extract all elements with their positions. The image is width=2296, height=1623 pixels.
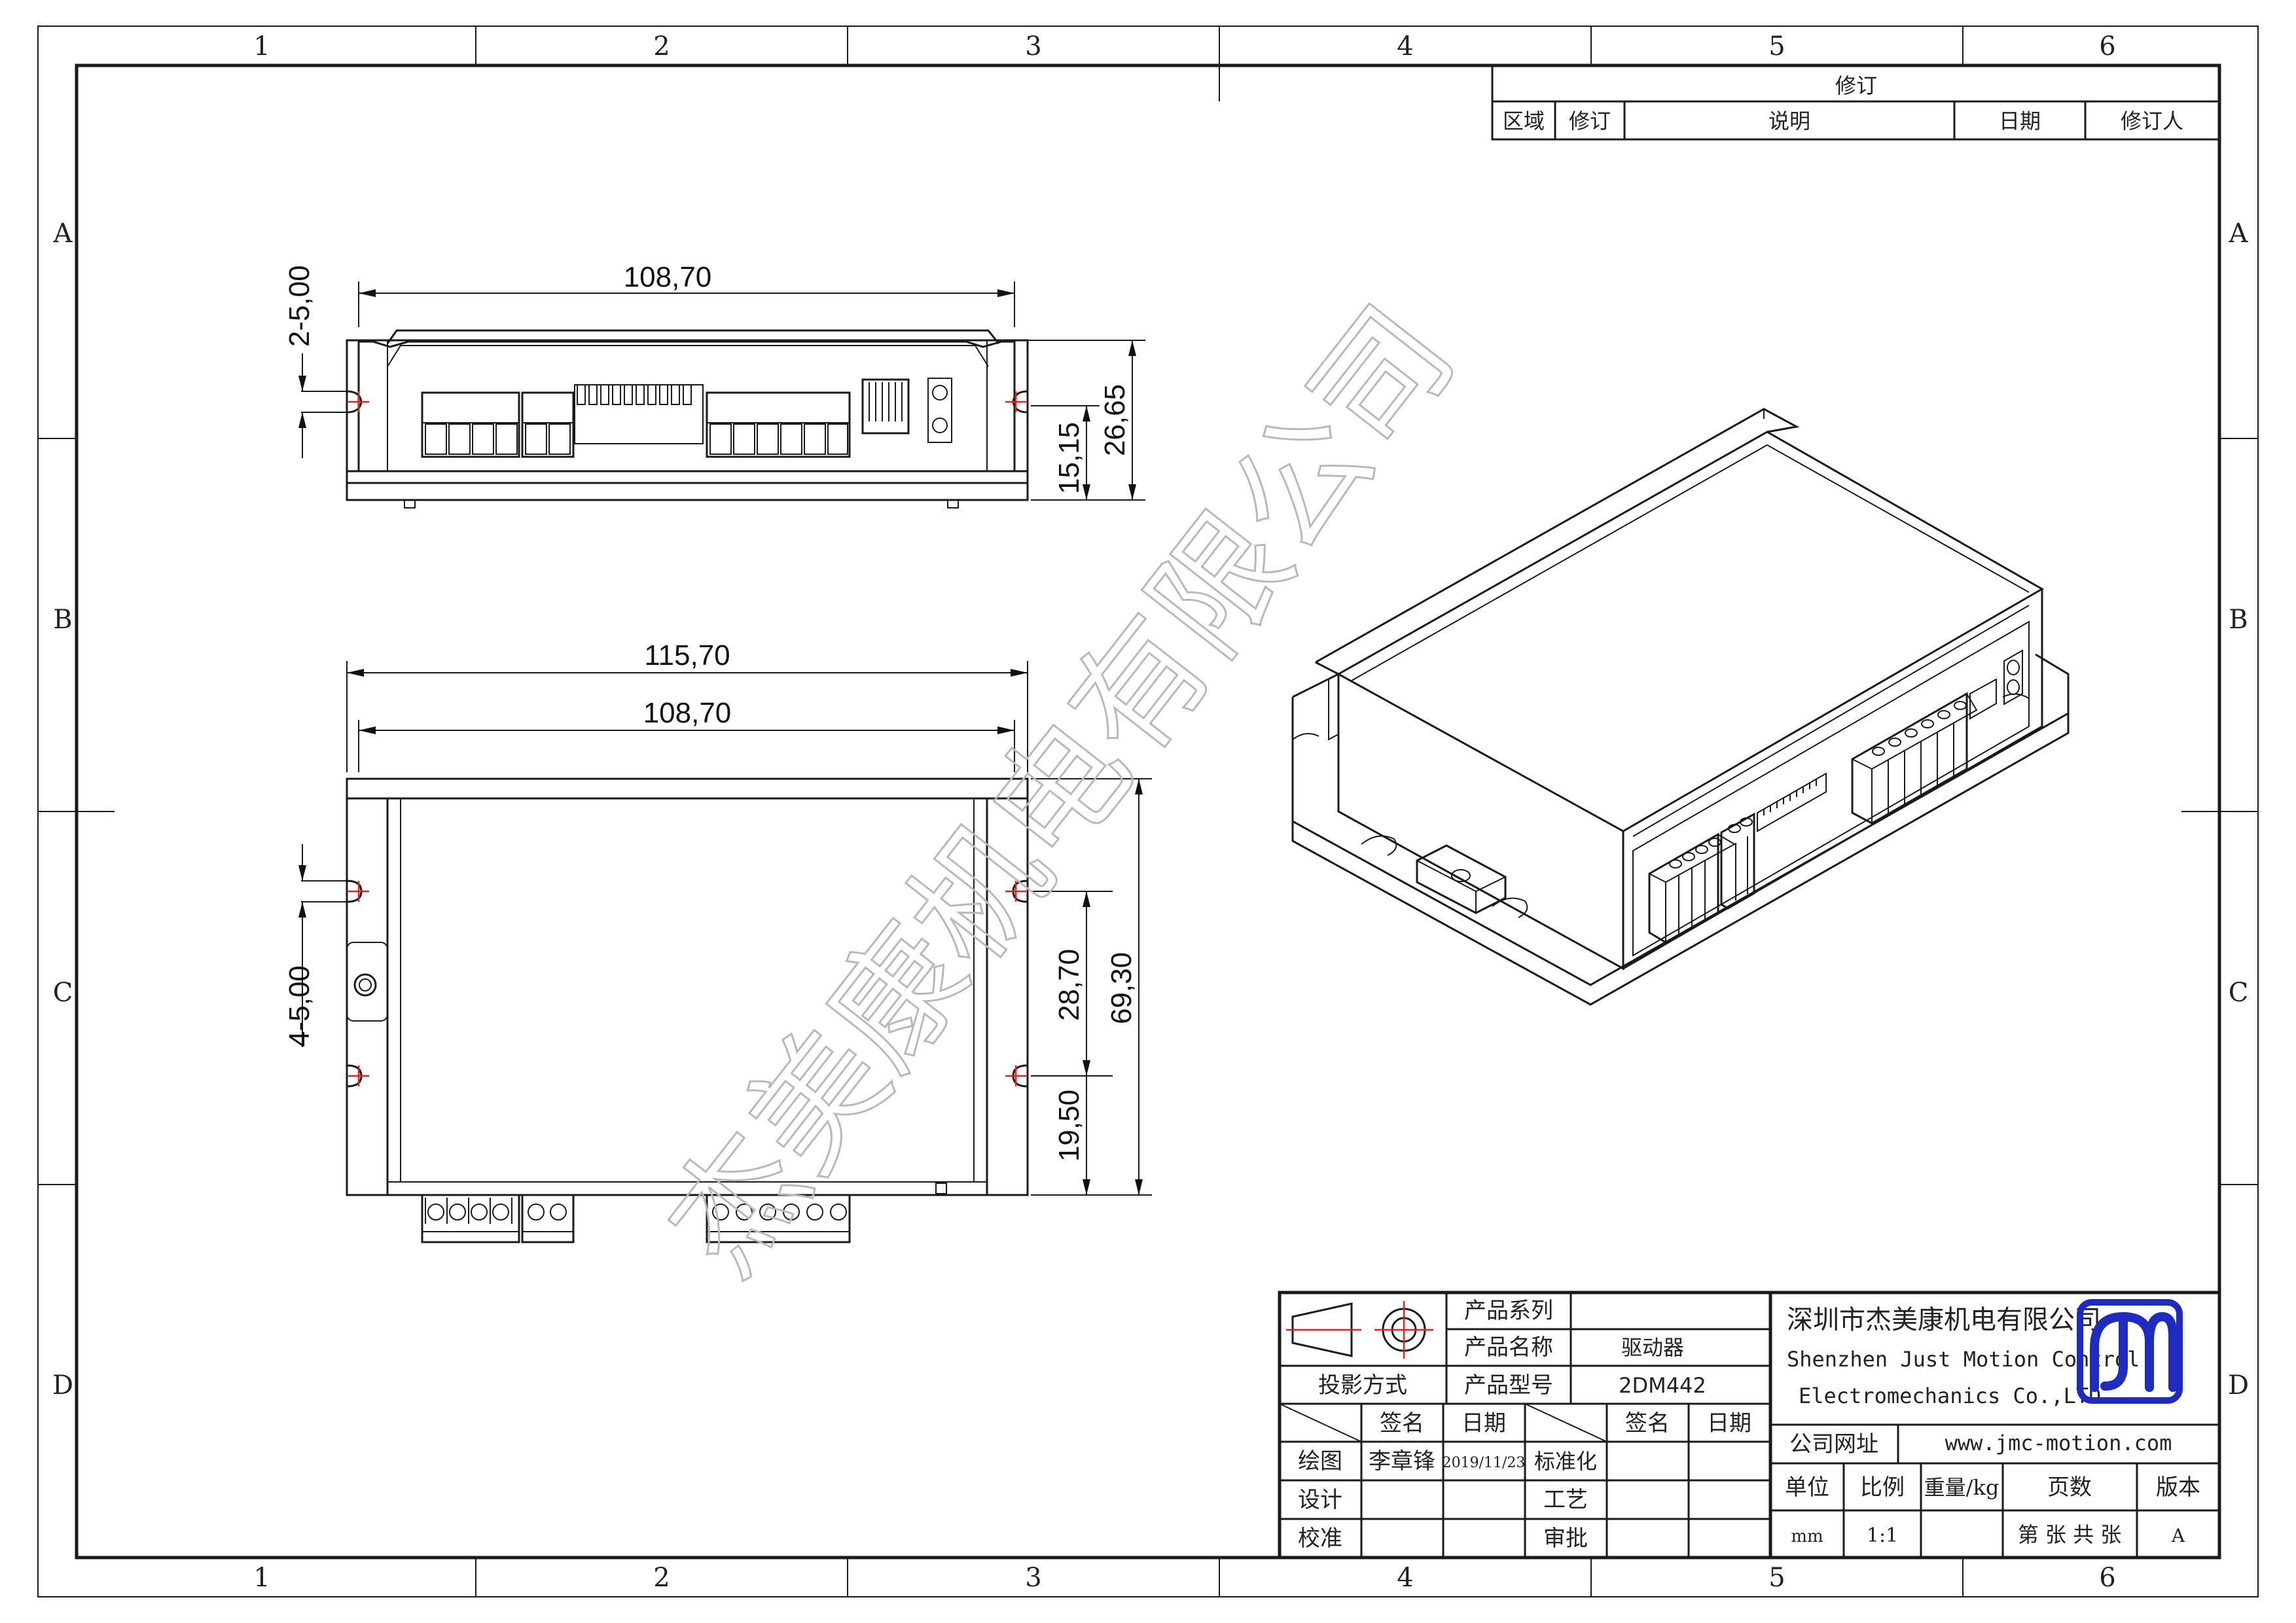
col-label-bottom: 2	[653, 1563, 670, 1593]
revision-title: 修订	[1835, 73, 1877, 98]
revision-header: 修订人	[2121, 109, 2183, 134]
border-row-labels: A B C D A B C D	[52, 219, 2249, 1400]
col-label-top: 6	[2099, 31, 2115, 62]
version-label: 版本	[2156, 1474, 2200, 1501]
scale-label: 比例	[1860, 1474, 1905, 1501]
standard-label: 标准化	[1534, 1449, 1597, 1474]
company-name-en-1: Shenzhen Just Motion Control	[1787, 1347, 2140, 1372]
projection-label: 投影方式	[1318, 1372, 1407, 1399]
col-label-bottom: 3	[1025, 1563, 1041, 1593]
col-label-top: 1	[253, 31, 270, 62]
front-view: 108,70 2-5,00 26,65 15,15	[283, 261, 1145, 508]
product-model-value: 2DM442	[1619, 1373, 1706, 1398]
dim-top-inner-width: 108,70	[643, 697, 732, 729]
dim-front-hole: 2-5,00	[283, 265, 315, 347]
dim-top-depth: 69,30	[1105, 952, 1138, 1024]
drawn-by: 李章锋	[1369, 1448, 1435, 1474]
product-name-label: 产品名称	[1464, 1334, 1553, 1361]
dim-top-holes: 4-5,00	[283, 965, 315, 1047]
drawn-date: 2019/11/23	[1443, 1455, 1526, 1471]
col-label-bottom: 5	[1768, 1563, 1785, 1593]
approve-label: 审批	[1543, 1525, 1588, 1552]
date-header: 日期	[1462, 1410, 1506, 1436]
dim-top-overall-width: 115,70	[644, 639, 730, 671]
pages-label: 页数	[2047, 1474, 2092, 1501]
border-column-labels: 1 2 3 4 5 6 1 2 3 4 5 6	[253, 31, 2115, 1593]
revision-header: 说明	[1768, 109, 1810, 134]
dim-top-hole-spacing: 28,70	[1053, 949, 1085, 1021]
product-model-label: 产品型号	[1464, 1372, 1553, 1399]
projection-symbol-icon	[1286, 1301, 1433, 1359]
revision-header: 日期	[1999, 109, 2041, 134]
check-label: 校准	[1298, 1525, 1342, 1552]
row-label-left: C	[53, 978, 73, 1008]
unit-value: mm	[1791, 1527, 1823, 1546]
website-label: 公司网址	[1789, 1431, 1878, 1457]
company-name-en-2: Electromechanics Co.,LTD	[1799, 1383, 2101, 1408]
col-label-top: 5	[1768, 31, 1785, 62]
dim-front-width: 108,70	[624, 261, 712, 293]
sign-header-2: 签名	[1625, 1410, 1670, 1436]
product-series-label: 产品系列	[1464, 1298, 1553, 1324]
row-label-left: B	[53, 605, 72, 635]
weight-label: 重量/kg	[1924, 1475, 2000, 1500]
pages-value: 第 张 共 张	[2018, 1522, 2122, 1547]
drawn-label: 绘图	[1298, 1448, 1342, 1474]
scale-value: 1:1	[1867, 1524, 1898, 1547]
design-label: 设计	[1298, 1487, 1342, 1513]
row-label-left: A	[53, 219, 73, 249]
company-name-cn: 深圳市杰美康机电有限公司	[1787, 1305, 2101, 1335]
col-label-bottom: 4	[1397, 1563, 1413, 1593]
dim-top-offset: 19,50	[1053, 1090, 1085, 1162]
sheet-border	[37, 26, 2259, 1597]
dim-front-height: 26,65	[1099, 384, 1131, 456]
website-value: www.jmc-motion.com	[1945, 1431, 2172, 1455]
unit-label: 单位	[1785, 1474, 1829, 1501]
revision-table: 修订 区域 修订 说明 日期 修订人	[1491, 64, 2221, 141]
title-block: 投影方式 产品系列 产品名称 驱动器 产品型号 2DM442 签名 日期 签名 …	[1278, 1291, 2221, 1560]
product-name-value: 驱动器	[1621, 1335, 1684, 1360]
row-label-right: D	[2228, 1370, 2249, 1400]
row-label-right: B	[2229, 605, 2248, 635]
col-label-bottom: 6	[2099, 1563, 2115, 1593]
revision-header: 修订	[1569, 109, 1611, 134]
revision-header: 区域	[1503, 109, 1545, 134]
row-label-right: C	[2229, 978, 2249, 1008]
col-label-top: 2	[653, 31, 670, 62]
col-label-top: 3	[1025, 31, 1041, 62]
dim-front-height-part: 15,15	[1053, 422, 1085, 494]
row-label-right: A	[2229, 219, 2249, 249]
isometric-view	[1291, 408, 2070, 1006]
version-value: A	[2171, 1525, 2185, 1546]
process-label: 工艺	[1543, 1487, 1588, 1513]
date-header-2: 日期	[1707, 1410, 1751, 1436]
row-label-left: D	[52, 1370, 73, 1400]
col-label-bottom: 1	[253, 1563, 270, 1593]
company-logo-icon	[2077, 1299, 2183, 1404]
top-view: 115,70 108,70 4-5,00 28,70 19,50 69,30	[283, 639, 1152, 1243]
col-label-top: 4	[1397, 31, 1413, 62]
sign-header: 签名	[1380, 1410, 1424, 1436]
